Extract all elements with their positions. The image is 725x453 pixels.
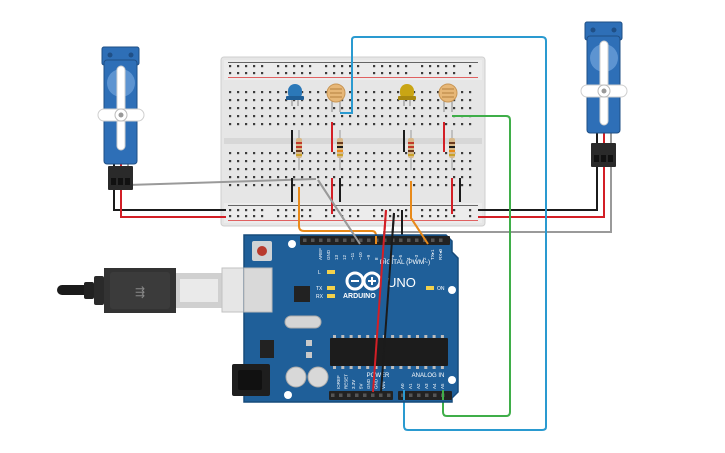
resistor-3 bbox=[408, 130, 414, 170]
power-header bbox=[329, 391, 393, 400]
pin-label: GND bbox=[374, 378, 379, 389]
pin-label: 7 bbox=[382, 257, 387, 260]
yellow-led bbox=[398, 84, 416, 106]
wire-left-servo-vcc bbox=[120, 188, 226, 218]
photoresistor-1 bbox=[326, 83, 346, 112]
led-l-label: L bbox=[318, 270, 321, 276]
wire-ldr-a5 bbox=[442, 115, 511, 417]
capacitor-1 bbox=[285, 366, 307, 388]
capacitor-2 bbox=[307, 366, 329, 388]
power-header-label: POWER bbox=[367, 373, 390, 379]
reset-button-cap[interactable] bbox=[257, 246, 267, 256]
usb-port bbox=[243, 267, 273, 313]
led-tx-label: TX bbox=[316, 286, 323, 292]
pin-label: ~6 bbox=[390, 254, 395, 260]
pin-label: ~11 bbox=[350, 252, 355, 260]
usb-cable: ⇶ bbox=[57, 267, 273, 313]
servo-right bbox=[580, 21, 628, 167]
analog-header-label: ANALOG IN bbox=[412, 373, 445, 379]
pin-label: A3 bbox=[424, 383, 429, 389]
photoresistor-2 bbox=[438, 83, 458, 112]
led-on-label: ON bbox=[437, 286, 445, 292]
pin-label: 2 bbox=[422, 257, 427, 260]
pin-label: VIN bbox=[381, 381, 386, 389]
breadboard-holes bbox=[229, 65, 472, 218]
pin-label: GND bbox=[326, 249, 331, 260]
pin-label: A4 bbox=[432, 383, 437, 389]
pin-label: 3.3V bbox=[351, 380, 356, 389]
resistor-1 bbox=[296, 130, 302, 170]
usb-chip bbox=[294, 286, 310, 302]
pin-label: RESET bbox=[344, 374, 349, 389]
resistor-4 bbox=[449, 130, 455, 170]
pin-label: ~10 bbox=[358, 252, 363, 260]
wire-led1-pin bbox=[298, 187, 377, 244]
pin-label: 13 bbox=[334, 254, 339, 260]
pin-label: A0 bbox=[400, 383, 405, 389]
resistor-2 bbox=[337, 130, 343, 170]
wire-left-servo-signal bbox=[127, 178, 317, 186]
voltage-regulator bbox=[260, 340, 274, 358]
pin-label: 4 bbox=[406, 257, 411, 260]
usb-icon: ⇶ bbox=[135, 285, 145, 299]
pin-label: A5 bbox=[440, 383, 445, 389]
wires-front bbox=[317, 179, 444, 400]
breadboard-components bbox=[286, 83, 461, 214]
pin-label: 12 bbox=[342, 254, 347, 260]
pin-label: TX▸1 bbox=[430, 249, 435, 260]
pin-label: 5V bbox=[359, 383, 364, 389]
pin-label: ~5 bbox=[398, 254, 403, 260]
pin-label: RX◂0 bbox=[438, 248, 443, 260]
center-channel bbox=[224, 138, 482, 144]
wire-ldr-a0 bbox=[340, 36, 547, 431]
pin-label: A1 bbox=[408, 383, 413, 389]
arduino-logo-text: ARDUINO bbox=[343, 293, 376, 300]
wire-right-servo-gnd bbox=[478, 166, 598, 211]
bottom-power-rail bbox=[224, 203, 482, 223]
pin-label: AREF bbox=[318, 248, 323, 260]
pin-label: ~9 bbox=[366, 254, 371, 260]
pin-label: ~3 bbox=[414, 254, 419, 260]
servo-left bbox=[97, 46, 145, 190]
pin-label: 8 bbox=[374, 257, 379, 260]
pin-label: A2 bbox=[416, 383, 421, 389]
crystal bbox=[284, 315, 322, 329]
wire-left-servo-gnd bbox=[113, 188, 226, 211]
atmega-chip bbox=[330, 338, 448, 366]
blue-led bbox=[286, 84, 304, 106]
board-model: UNO bbox=[387, 275, 416, 290]
pin-label: GND bbox=[366, 378, 371, 389]
pin-label: IOREF bbox=[336, 375, 341, 389]
digital-header-label: DIGITAL (PWM~) bbox=[380, 259, 430, 266]
led-rx-label: RX bbox=[316, 294, 324, 300]
wire-right-servo-vcc bbox=[478, 166, 605, 218]
